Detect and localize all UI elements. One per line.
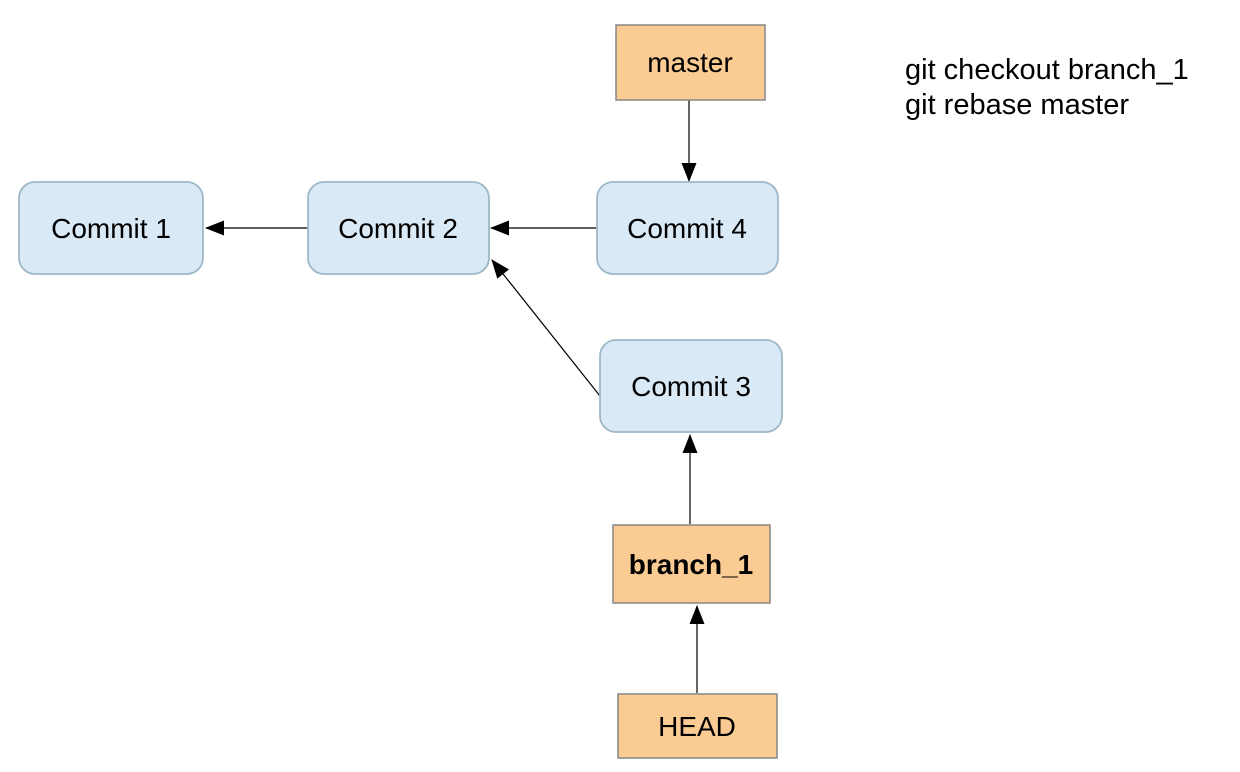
command-line-2: git rebase master xyxy=(905,89,1129,121)
command-annotation: git checkout branch_1 git rebase master xyxy=(905,54,1189,121)
node-commit3: Commit 3 xyxy=(599,339,783,433)
node-commit3-label: Commit 3 xyxy=(631,371,751,402)
node-commit1: Commit 1 xyxy=(18,181,204,275)
node-commit1-label: Commit 1 xyxy=(51,213,171,244)
node-commit4: Commit 4 xyxy=(596,181,779,275)
node-master: master xyxy=(615,24,766,101)
node-branch1-box xyxy=(612,524,771,604)
node-branch1: branch_1 xyxy=(612,524,771,604)
node-commit2: Commit 2 xyxy=(307,181,490,275)
node-master-label: master xyxy=(647,47,733,78)
node-branch1-label: branch_1 xyxy=(629,549,754,580)
node-commit4-box xyxy=(596,181,779,275)
command-line-1: git checkout branch_1 xyxy=(905,54,1189,86)
node-head: HEAD xyxy=(617,693,778,759)
node-head-label: HEAD xyxy=(658,711,736,742)
node-head-box xyxy=(617,693,778,759)
node-commit1-box xyxy=(18,181,204,275)
node-commit3-box xyxy=(599,339,783,433)
edges xyxy=(205,100,705,693)
edge-commit3-to-commit2 xyxy=(491,259,601,397)
node-commit2-box xyxy=(307,181,490,275)
node-master-box xyxy=(615,24,766,101)
node-commit4-label: Commit 4 xyxy=(627,213,747,244)
node-commit2-label: Commit 2 xyxy=(338,213,458,244)
